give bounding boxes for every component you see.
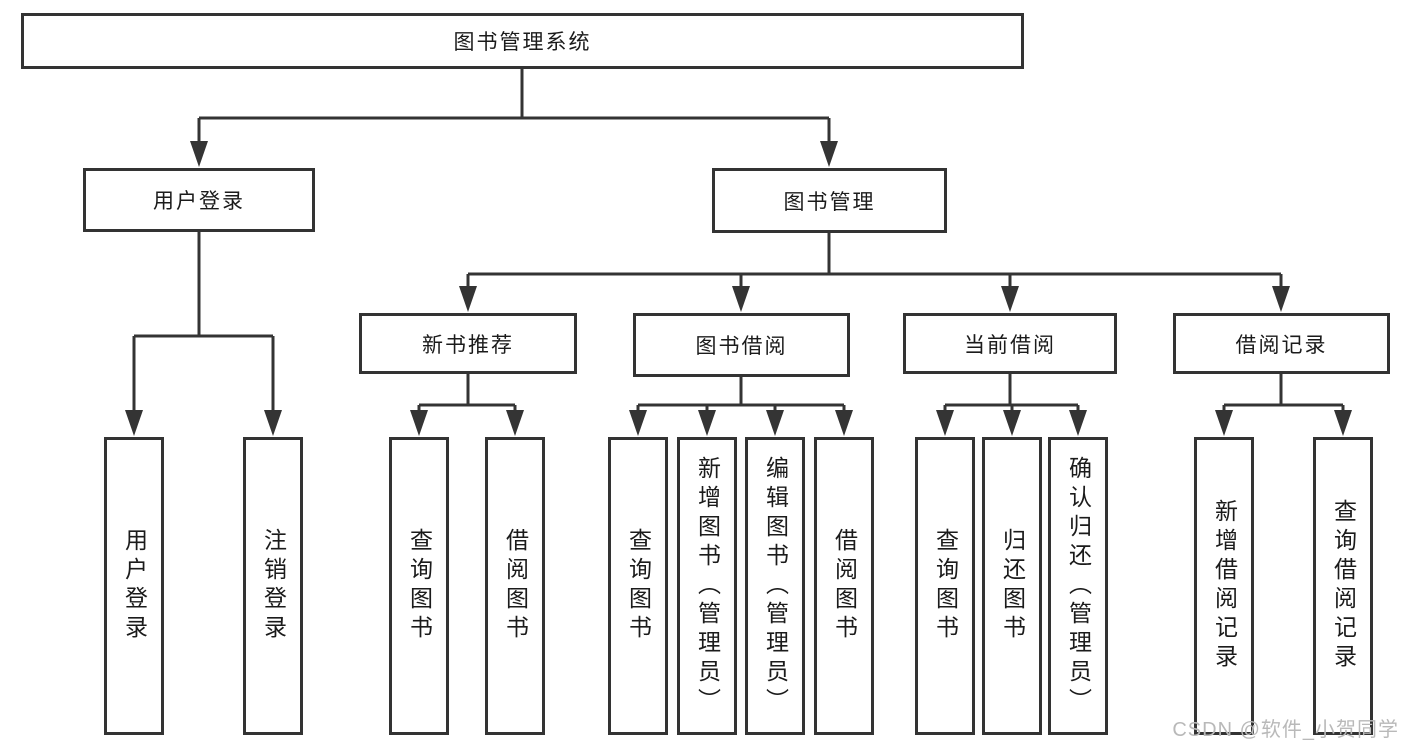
node-library-management-system: 图书管理系统 — [21, 13, 1024, 69]
node-book-borrowing: 图书借阅 — [633, 313, 850, 377]
leaf-add-books-admin: 新增图书（管理员） — [677, 437, 737, 735]
leaf-query-books-borrowing: 查询图书 — [608, 437, 668, 735]
watermark: CSDN @软件_小贺同学 — [1172, 719, 1399, 741]
leaf-logout-login: 注销登录 — [243, 437, 303, 735]
node-new-book-recommendation: 新书推荐 — [359, 313, 577, 374]
node-user-login: 用户登录 — [83, 168, 315, 232]
leaf-user-login: 用户登录 — [104, 437, 164, 735]
leaf-query-books-current: 查询图书 — [915, 437, 975, 735]
leaf-query-books-recommendation: 查询图书 — [389, 437, 449, 735]
leaf-add-borrow-record: 新增借阅记录 — [1194, 437, 1254, 735]
leaf-edit-books-admin: 编辑图书（管理员） — [745, 437, 805, 735]
node-borrowing-records: 借阅记录 — [1173, 313, 1390, 374]
leaf-return-books: 归还图书 — [982, 437, 1042, 735]
leaf-borrow-books-recommendation: 借阅图书 — [485, 437, 545, 735]
arrowheads — [125, 141, 1352, 436]
leaf-query-borrow-record: 查询借阅记录 — [1313, 437, 1373, 735]
leaf-confirm-return-admin: 确认归还（管理员） — [1048, 437, 1108, 735]
leaf-borrow-books: 借阅图书 — [814, 437, 874, 735]
node-book-management: 图书管理 — [712, 168, 947, 233]
node-current-borrowing: 当前借阅 — [903, 313, 1117, 374]
